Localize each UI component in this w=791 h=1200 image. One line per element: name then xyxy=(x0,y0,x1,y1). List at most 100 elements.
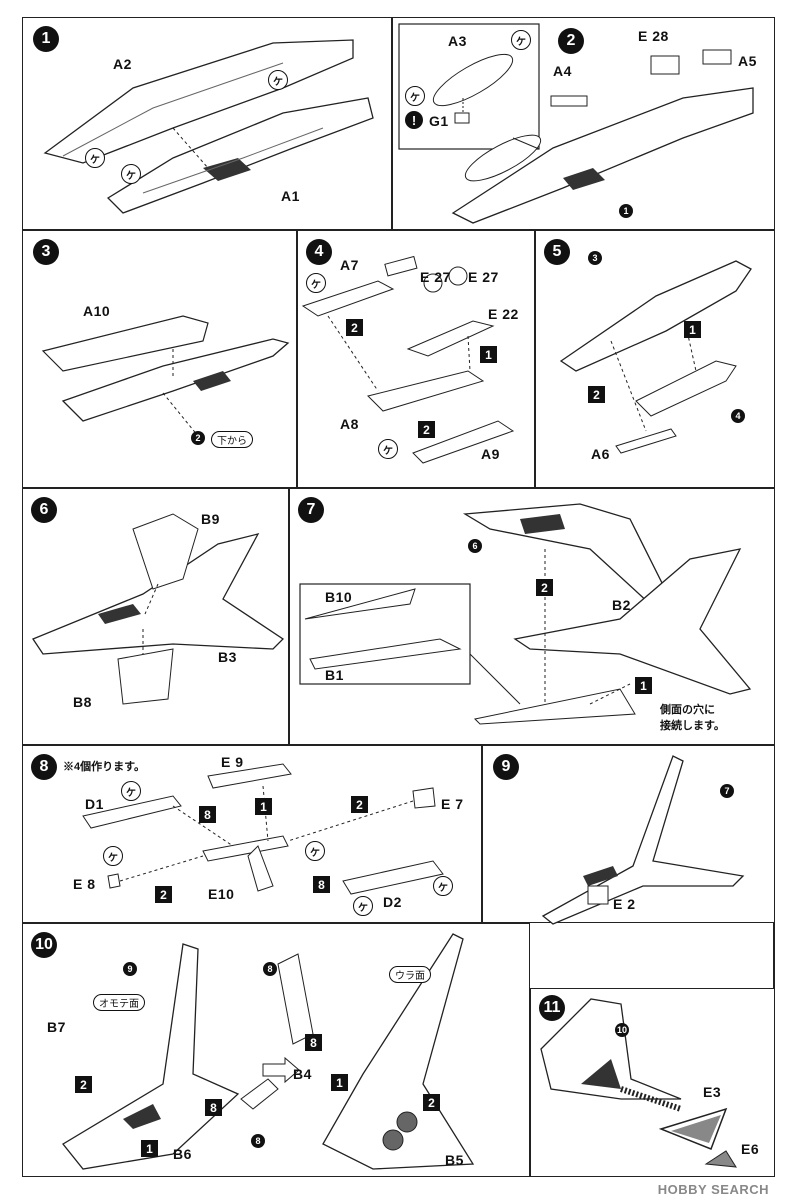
step-2-number: 2 xyxy=(558,28,584,54)
step-4-number: 4 xyxy=(306,239,332,265)
step-marker-8: 8 xyxy=(205,1099,222,1116)
step-3-number: 3 xyxy=(33,239,59,265)
cut-mark-icon: ケ xyxy=(511,30,531,50)
cut-mark-icon: ケ xyxy=(121,781,141,801)
part-label-E27-left: E 27 xyxy=(420,269,451,285)
step-ref-4-icon: 4 xyxy=(731,409,745,423)
front-face-note: オモテ面 xyxy=(93,994,145,1011)
part-label-A5: A5 xyxy=(738,53,757,69)
part-label-A9: A9 xyxy=(481,446,500,462)
make-four-note: ※4個作ります。 xyxy=(63,761,146,773)
step-8-number: 8 xyxy=(31,754,57,780)
step-marker-8: 8 xyxy=(305,1034,322,1051)
part-label-B9: B9 xyxy=(201,511,220,527)
cut-mark-icon: ケ xyxy=(85,148,105,168)
wing-assembly-drawing xyxy=(541,755,745,925)
part-label-B7: B7 xyxy=(47,1019,66,1035)
step-7-panel: 7 6 2 B2 B10 B1 1 側面の穴に 接続します。 xyxy=(289,488,775,745)
step-10-panel: 10 9 オモテ面 B7 2 8 1 B6 8 8 8 B4 1 ウラ面 2 B… xyxy=(22,923,530,1177)
canopy-assembly-drawing xyxy=(398,23,754,224)
part-label-B10: B10 xyxy=(325,589,353,605)
step-marker-8: 8 xyxy=(313,876,330,893)
step-ref-2-icon: 2 xyxy=(191,431,205,445)
part-label-A7: A7 xyxy=(340,257,359,273)
part-label-B5: B5 xyxy=(445,1152,464,1168)
step-1-number: 1 xyxy=(33,26,59,52)
step-marker-1: 1 xyxy=(480,346,497,363)
part-label-D1: D1 xyxy=(85,796,104,812)
part-label-E27-right: E 27 xyxy=(468,269,499,285)
step-marker-8: 8 xyxy=(199,806,216,823)
step-ref-7-icon: 7 xyxy=(720,784,734,798)
final-assembly-drawing xyxy=(62,933,475,1170)
fuselage-upper-drawing xyxy=(43,39,374,214)
back-face-note: ウラ面 xyxy=(389,966,431,983)
part-label-E28: E 28 xyxy=(638,28,669,44)
cut-mark-icon: ケ xyxy=(121,164,141,184)
part-label-E7: E 7 xyxy=(441,796,464,812)
step-9-number: 9 xyxy=(493,754,519,780)
step-marker-1: 1 xyxy=(141,1140,158,1157)
step-ref-8-icon: 8 xyxy=(251,1134,265,1148)
warning-icon: ! xyxy=(405,111,423,129)
step-6-number: 6 xyxy=(31,497,57,523)
side-hole-note-line2: 接続します。 xyxy=(660,720,725,732)
part-label-A3: A3 xyxy=(448,33,467,49)
step-10-number: 10 xyxy=(31,932,57,958)
part-label-E22: E 22 xyxy=(488,306,519,322)
part-label-A2: A2 xyxy=(113,56,132,72)
part-label-B3: B3 xyxy=(218,649,237,665)
part-label-E6: E6 xyxy=(741,1141,760,1157)
part-label-B8: B8 xyxy=(73,694,92,710)
part-label-A8: A8 xyxy=(340,416,359,432)
cut-mark-icon: ケ xyxy=(306,273,326,293)
part-label-E9: E 9 xyxy=(221,754,244,770)
part-label-E8: E 8 xyxy=(73,876,96,892)
step-9-panel: 9 7 E 2 xyxy=(482,745,775,925)
step-1-panel: 1 A2 A1 ケ ケ ケ xyxy=(22,17,392,230)
step-8-panel: 8 ※4個作ります。 E 9 D1 E 7 E 8 E10 D2 8 1 2 2… xyxy=(22,745,482,923)
from-below-note: 下から xyxy=(211,431,253,448)
step-4-panel: 4 A7 E 27 E 27 E 22 A8 A9 2 1 2 ケ ケ xyxy=(297,230,535,488)
part-label-B2: B2 xyxy=(612,597,631,613)
side-hole-note-line1: 側面の穴に xyxy=(660,704,715,716)
part-label-A6: A6 xyxy=(591,446,610,462)
wing-upper-drawing xyxy=(299,503,752,725)
cut-mark-icon: ケ xyxy=(103,846,123,866)
cut-mark-icon: ケ xyxy=(378,439,398,459)
cockpit-install-drawing xyxy=(559,260,752,454)
step-ref-1-icon: 1 xyxy=(619,204,633,218)
step-3-panel: 3 A10 2 下から xyxy=(22,230,297,488)
step-marker-1: 1 xyxy=(635,677,652,694)
part-label-E10: E10 xyxy=(208,886,235,902)
part-label-E2: E 2 xyxy=(613,896,636,912)
cut-mark-icon: ケ xyxy=(405,86,425,106)
step-ref-3-icon: 3 xyxy=(588,251,602,265)
fuselage-lower-drawing xyxy=(41,315,290,437)
step-marker-1: 1 xyxy=(684,321,701,338)
step-marker-2: 2 xyxy=(423,1094,440,1111)
step-5-panel: 5 3 1 2 4 A6 xyxy=(535,230,775,488)
cut-mark-icon: ケ xyxy=(353,896,373,916)
part-label-B4: B4 xyxy=(293,1066,312,1082)
step-5-number: 5 xyxy=(544,239,570,265)
part-label-A1: A1 xyxy=(281,188,300,204)
part-label-A10: A10 xyxy=(83,303,111,319)
step-marker-1: 1 xyxy=(255,798,272,815)
cut-mark-icon: ケ xyxy=(268,70,288,90)
cockpit-parts-drawing xyxy=(301,255,515,464)
part-label-A4: A4 xyxy=(553,63,572,79)
part-label-E3: E3 xyxy=(703,1084,722,1100)
step-ref-9-icon: 9 xyxy=(123,962,137,976)
part-label-G1: G1 xyxy=(429,113,449,129)
step-marker-2: 2 xyxy=(75,1076,92,1093)
step-marker-2: 2 xyxy=(418,421,435,438)
cut-mark-icon: ケ xyxy=(433,876,453,896)
step-2-panel: 2 A3 A4 E 28 A5 G1 ! ケ ケ 1 xyxy=(392,17,775,230)
step-ref-8-icon: 8 xyxy=(263,962,277,976)
part-label-D2: D2 xyxy=(383,894,402,910)
part-label-B1: B1 xyxy=(325,667,344,683)
step-11-panel: 11 10 E3 E6 xyxy=(530,988,775,1177)
step-marker-2: 2 xyxy=(588,386,605,403)
part-label-B6: B6 xyxy=(173,1146,192,1162)
